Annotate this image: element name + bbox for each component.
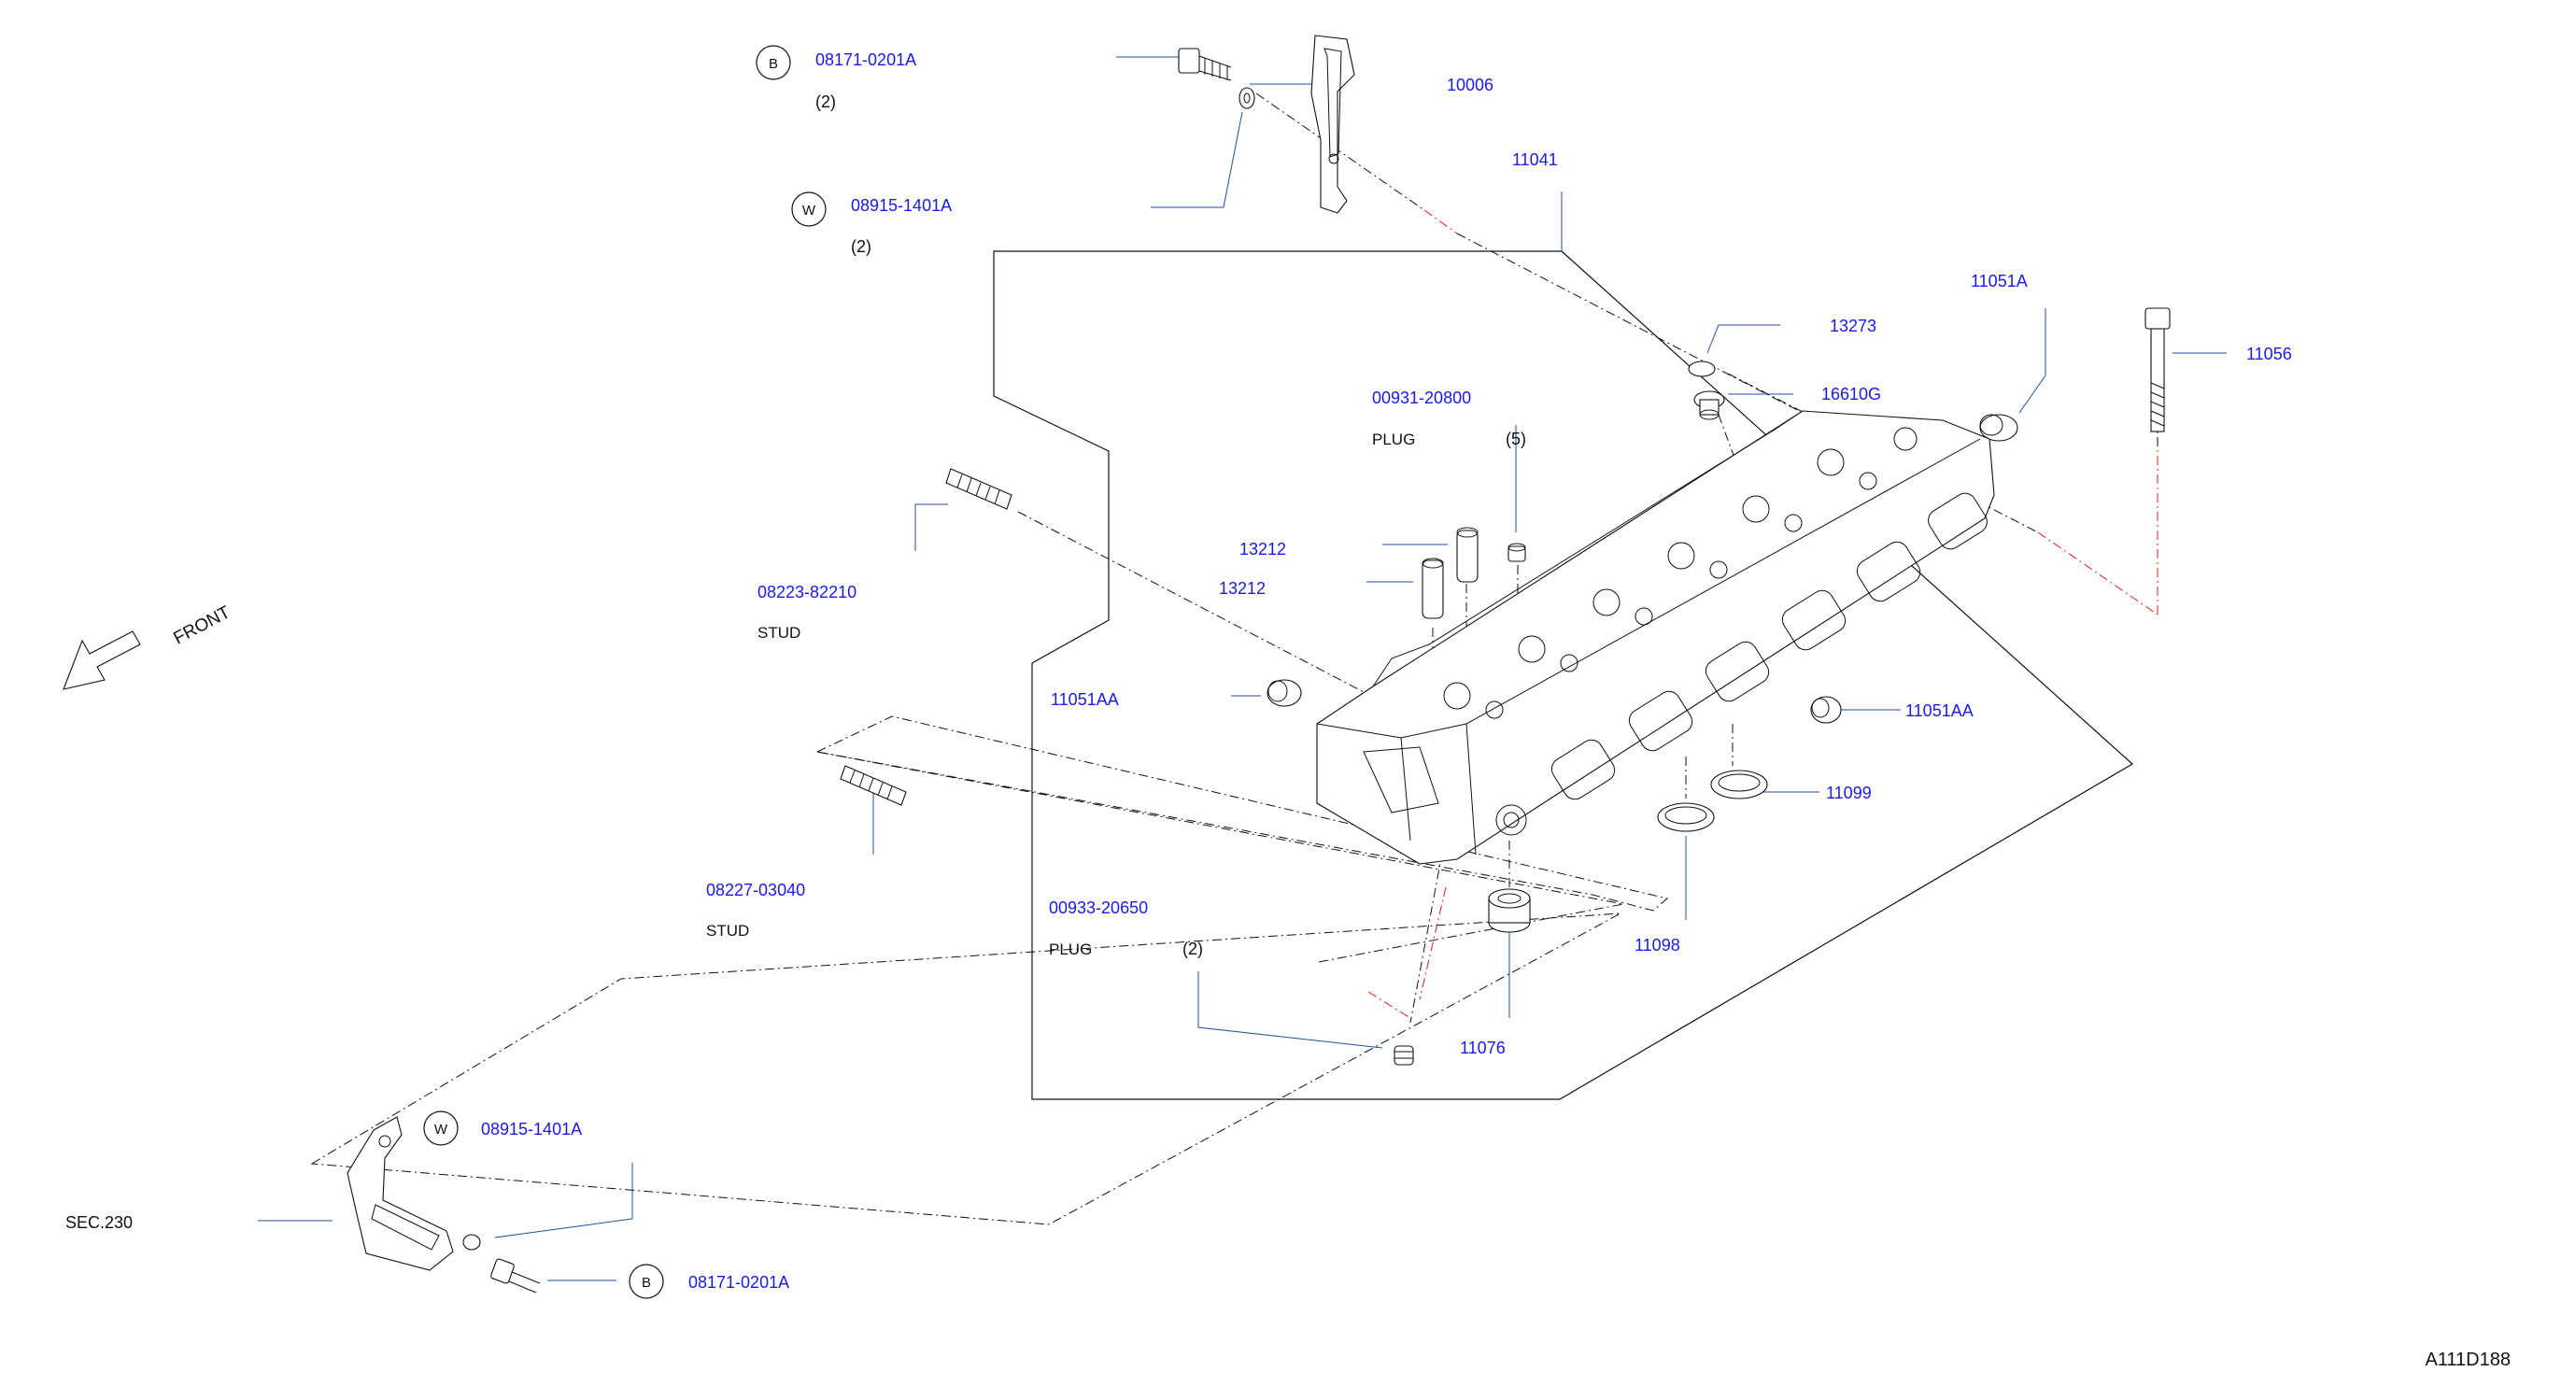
bolt-top-part (1178, 48, 1232, 81)
washer-bottom-part-number[interactable]: 08915-1401A (481, 1120, 582, 1138)
seal-ring-11099-part-number[interactable]: 11099 (1826, 784, 1872, 802)
plug-upper-part (1507, 543, 1526, 562)
exhaust-ports (1550, 492, 1988, 800)
cam-journals (1443, 427, 1918, 719)
leader-lines (258, 56, 2227, 1281)
section-230-bracket-part (347, 1116, 454, 1271)
plug-upper-label: PLUG (1372, 431, 1415, 448)
bracket-phantom-outline (310, 912, 1621, 1225)
front-direction-arrow: FRONT (63, 602, 234, 690)
stud-upper-part-number[interactable]: 08223-82210 (757, 583, 856, 601)
bolt-bottom-part (490, 1258, 541, 1294)
grommet-part-number[interactable]: 11076 (1460, 1039, 1506, 1057)
align-line-plug-lower (1409, 832, 1447, 1024)
seal-16610g-part-number[interactable]: 16610G (1821, 385, 1881, 403)
seal-ring-11098-part (1657, 802, 1715, 832)
plug-cap-rear-part-number[interactable]: 11051A (1971, 272, 2028, 290)
plug-lower-label: PLUG (1049, 940, 1092, 958)
washer-top-qty: (2) (851, 237, 871, 256)
stud-upper-label: STUD (757, 624, 800, 642)
bolt-top-badge: B (769, 56, 778, 72)
align-line-head-red (2037, 531, 2158, 615)
stud-lower-part (840, 765, 907, 806)
align-line-plug-lower-red (1419, 886, 1447, 1000)
seal-ring-11099-part (1710, 770, 1768, 799)
washer-top-part-number[interactable]: 08915-1401A (851, 196, 952, 215)
align-line-phantom-red (1367, 991, 1411, 1019)
plug-lower-part (1394, 1045, 1414, 1066)
head-bolt-part (2144, 307, 2171, 432)
bolt-bottom-badge: B (642, 1275, 651, 1291)
align-line-bracket-2 (1456, 233, 1827, 426)
cap-right-part-number[interactable]: 11051AA (1905, 701, 1974, 720)
bolt-top-badge-circle (756, 45, 791, 80)
washer-bottom-part (462, 1234, 481, 1251)
align-line-stud (1017, 511, 1366, 694)
front-arrow-label: FRONT (170, 602, 234, 648)
dowel-13212-b-part (1422, 558, 1444, 619)
plug-upper-qty: (5) (1506, 430, 1526, 448)
dowel-13212-a-part (1456, 527, 1479, 583)
cylinder-head-part (1316, 410, 1995, 865)
washer-top-badge-circle (791, 191, 827, 227)
align-line-bracket (1255, 92, 1425, 211)
washer-top-badge: W (802, 203, 816, 219)
washer-top-part (1238, 87, 1255, 109)
bolt-top-part-number[interactable]: 08171-0201A (815, 50, 916, 69)
small-plug-13273-part (1688, 361, 1716, 377)
seal-ring-11098-part-number[interactable]: 11098 (1635, 936, 1680, 955)
seal-16610g-part (1693, 390, 1725, 420)
dowel-13212-a-part-number[interactable]: 13212 (1239, 540, 1286, 559)
cap-right-part (1810, 696, 1842, 724)
bolt-bottom-badge-circle (629, 1264, 664, 1299)
plug-lower-part-number[interactable]: 00933-20650 (1049, 898, 1148, 917)
stud-phantom-outline (815, 715, 1669, 912)
plug-lower-qty: (2) (1182, 940, 1203, 958)
small-plug-13273-part-number[interactable]: 13273 (1830, 317, 1876, 335)
cap-left-part (1267, 679, 1302, 707)
dowel-13212-b-part-number[interactable]: 13212 (1219, 579, 1266, 598)
plug-upper-part-number[interactable]: 00931-20800 (1372, 389, 1471, 407)
bolt-bottom-part-number[interactable]: 08171-0201A (688, 1273, 789, 1292)
stud-lower-part-number[interactable]: 08227-03040 (706, 881, 805, 899)
bolt-top-qty: (2) (815, 92, 836, 111)
front-bracket-part (1310, 35, 1355, 214)
bracket-front-part-number[interactable]: 10006 (1447, 76, 1493, 94)
plug-cap-rear-part (1979, 414, 2018, 442)
stud-upper-part (945, 468, 1012, 510)
grommet-part (1488, 888, 1531, 933)
washer-bottom-badge-circle (423, 1110, 459, 1146)
washer-bottom-badge: W (434, 1122, 448, 1138)
section-230-reference[interactable]: SEC.230 (65, 1213, 133, 1232)
head-bolt-part-number[interactable]: 11056 (2246, 345, 2292, 363)
cap-left-part-number[interactable]: 11051AA (1051, 690, 1119, 709)
head-assembly-part-number[interactable]: 11041 (1512, 150, 1558, 169)
stud-lower-label: STUD (706, 922, 749, 940)
align-line-bracket-red (1423, 209, 1458, 234)
diagram-code: A111D188 (2425, 1350, 2511, 1370)
